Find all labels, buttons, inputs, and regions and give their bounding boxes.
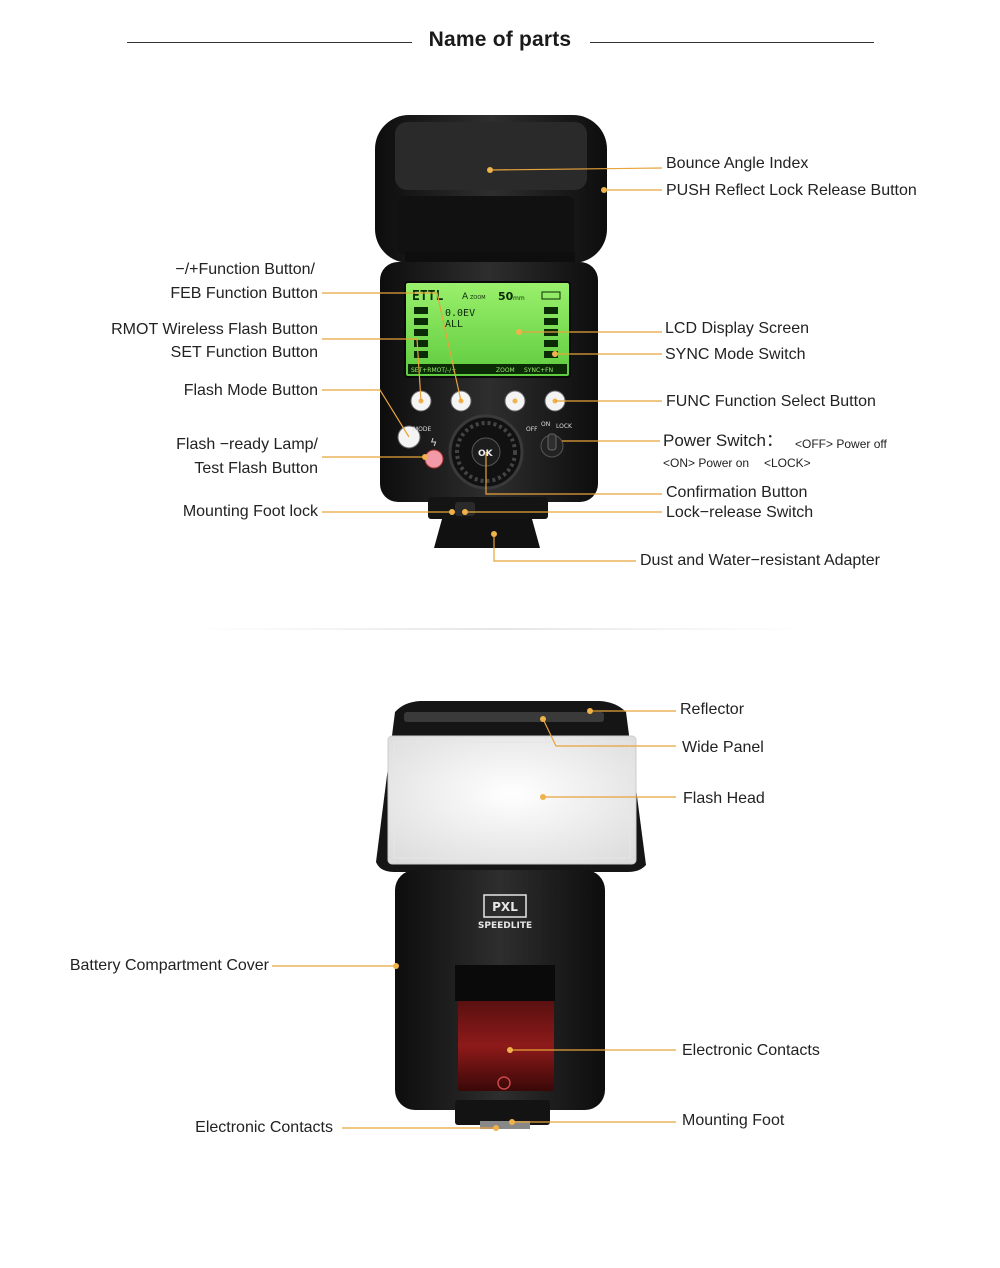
section-divider [190, 628, 810, 630]
wide-panel [387, 735, 637, 865]
label-power-off: <OFF> Power off [795, 437, 887, 451]
brand-logo [483, 894, 527, 918]
title-rule-left [127, 42, 412, 43]
af-assist-window [458, 1001, 554, 1091]
off-mark: OFF [526, 426, 538, 433]
label-rmot-line1: RMOT Wireless Flash Button [111, 321, 318, 338]
title-rule-right [590, 42, 874, 43]
label-lamp-line2: Test Flash Button [194, 460, 318, 477]
label-bounce-angle-index: Bounce Angle Index [666, 155, 809, 172]
label-flash-head: Flash Head [683, 790, 765, 807]
label-sync-mode-switch: SYNC Mode Switch [665, 346, 806, 363]
lcd-footer-right: SYNC+FN [524, 367, 553, 374]
label-flash-mode-button: Flash Mode Button [183, 382, 318, 399]
label-electronic-contacts-right: Electronic Contacts [682, 1042, 820, 1059]
flash-ready-lamp [424, 449, 444, 469]
front-leaders [272, 708, 676, 1131]
label-confirmation-button: Confirmation Button [666, 484, 808, 501]
lcd-zoom: A [462, 292, 469, 302]
lcd-line1: 0.0EV [445, 308, 475, 319]
label-power-on: <ON> Power on [663, 456, 750, 470]
label-rmot-line2: SET Function Button [170, 344, 318, 361]
back-leaders-right [462, 167, 663, 562]
label-battery-cover: Battery Compartment Cover [69, 957, 269, 974]
label-electronic-contacts-left: Electronic Contacts [195, 1119, 333, 1136]
label-power-lock: <LOCK> [764, 456, 811, 470]
lcd-zoom-sub: ZOOM [470, 295, 486, 301]
label-func-button-line1: −/+Function Button/ [175, 261, 315, 278]
lcd-footer-left: SET+RMOT/-/+ [411, 367, 456, 374]
lcd-footer-mid: ZOOM [496, 367, 515, 374]
label-reflector: Reflector [680, 701, 745, 718]
lock-mark: LOCK [556, 423, 573, 430]
label-lock-release-switch: Lock−release Switch [666, 504, 814, 521]
bolt-icon: ϟ [430, 436, 437, 449]
label-wide-panel: Wide Panel [682, 739, 764, 756]
mode-mark: MODE [413, 426, 432, 433]
lcd-focal: 50 [498, 290, 514, 303]
brand-logo-text: PXL [492, 900, 518, 914]
label-mounting-foot-lock: Mounting Foot lock [182, 503, 318, 520]
back-flash-illustration: ETTL A ZOOM 50 mm 0.0EV ALL SET+RMOT/-/+… [375, 115, 607, 548]
label-lamp-line1: Flash −ready Lamp/ [176, 436, 318, 453]
label-push-release-button: PUSH Reflect Lock Release Button [666, 182, 917, 199]
front-flash-illustration: PXL SPEEDLITE [376, 701, 646, 1129]
brand-text: SPEEDLITE [478, 921, 532, 931]
label-lcd-display: LCD Display Screen [665, 320, 810, 337]
lcd-screen [404, 281, 571, 378]
label-power-switch: Power Switch： [663, 431, 783, 450]
label-adapter: Dust and Water−resistant Adapter [640, 552, 880, 569]
on-mark: ON [541, 421, 550, 428]
label-func-button-line2: FEB Function Button [170, 285, 318, 302]
page-title: Name of parts [428, 28, 572, 51]
lcd-focal-unit: mm [513, 295, 525, 302]
back-leaders-left [322, 292, 462, 515]
lcd-line2: ALL [445, 319, 463, 330]
label-mounting-foot: Mounting Foot [682, 1112, 785, 1129]
label-func-select-button: FUNC Function Select Button [666, 393, 876, 410]
